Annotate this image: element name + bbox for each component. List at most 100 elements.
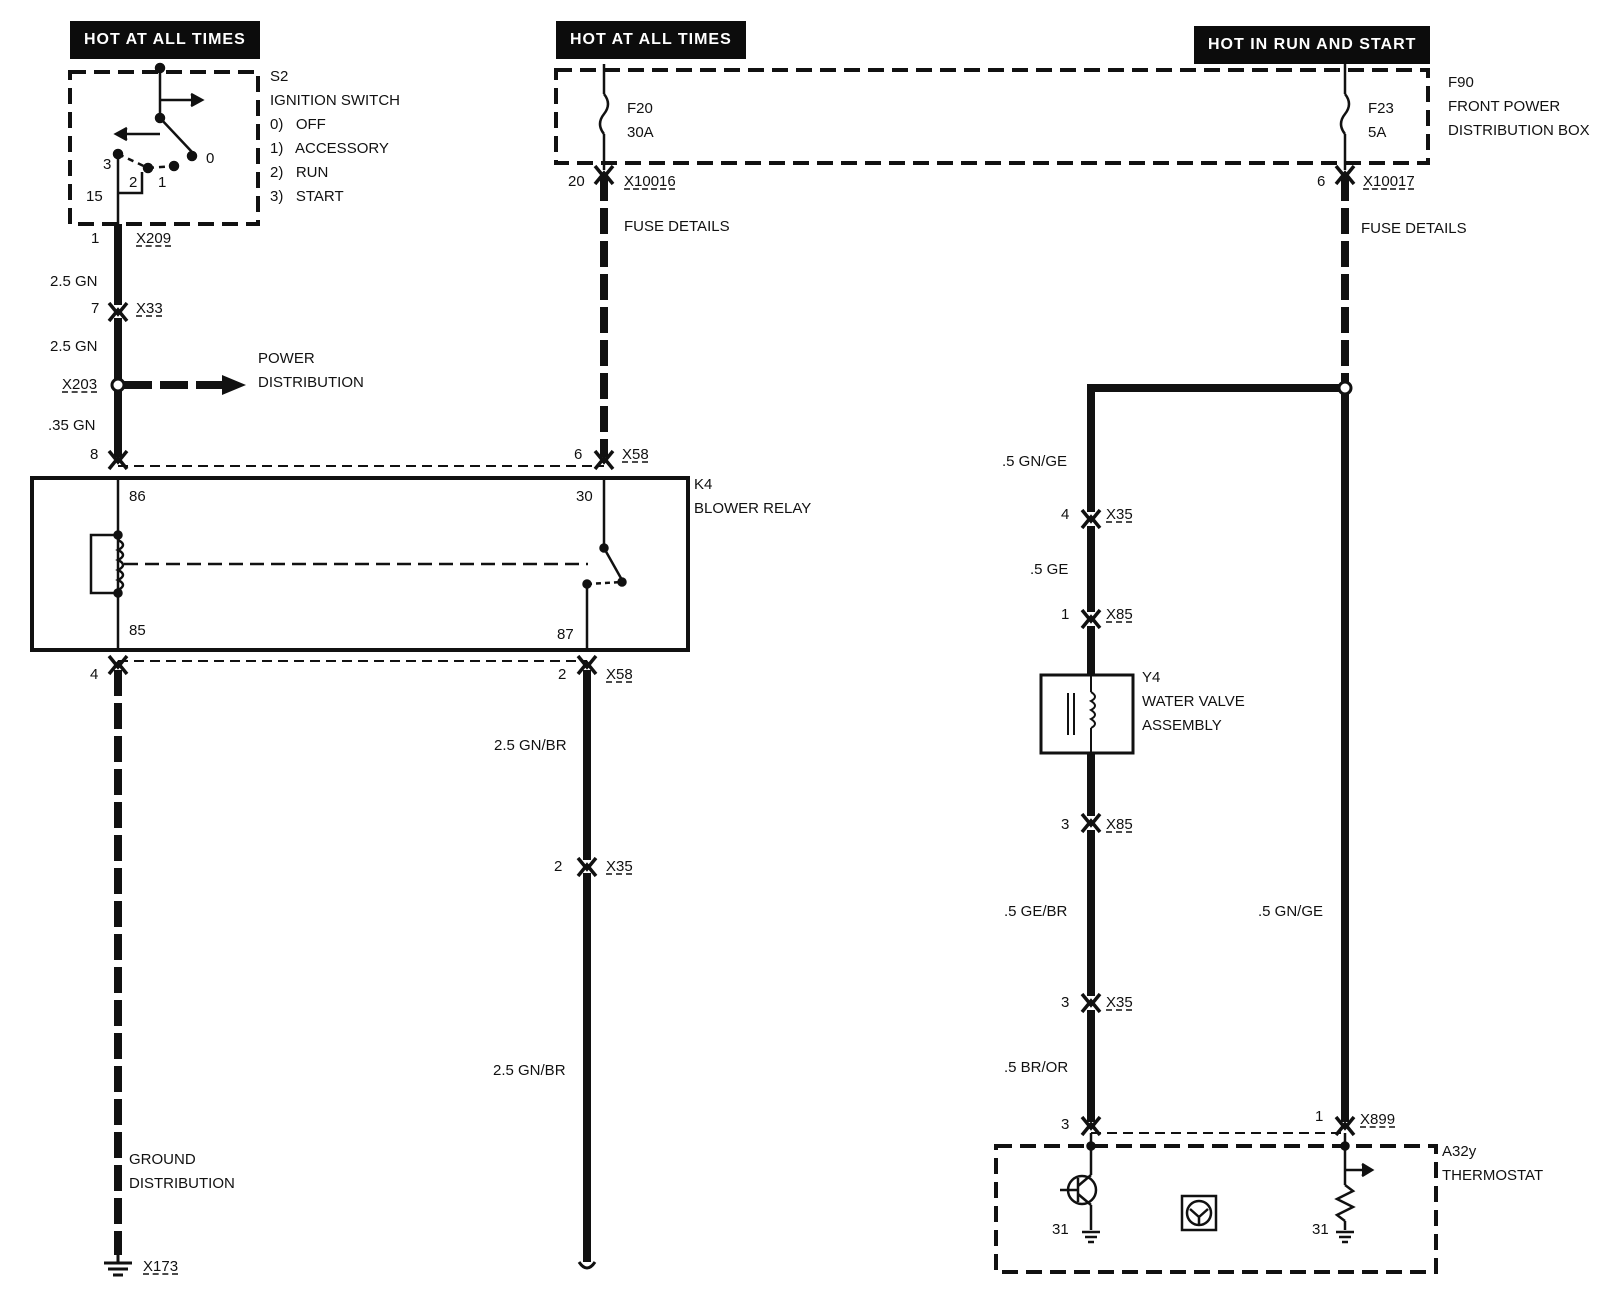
fuse-details-left: FUSE DETAILS	[624, 218, 730, 235]
thermostat-dial-icon	[1180, 1194, 1218, 1232]
blower-relay-box	[30, 476, 690, 652]
relay-pin-30: 30	[576, 488, 593, 505]
wire-label-5-ge-br: .5 GE/BR	[1004, 903, 1068, 920]
x58-mid-bottom-pin: 2	[558, 666, 567, 683]
ground-symbol-x173	[104, 1255, 132, 1277]
ground-distribution-label-1: GROUND	[129, 1151, 196, 1168]
ignition-position-accessory: 1) ACCESSORY	[270, 140, 389, 157]
x35-b-pin: 3	[1061, 994, 1070, 1011]
wire-middle-end	[577, 1261, 597, 1270]
x58-top-connector: X58	[622, 446, 649, 463]
x10017-connector: X10017	[1363, 173, 1415, 190]
water-valve-name-2: ASSEMBLY	[1142, 717, 1222, 734]
thermostat-resistor-symbol	[1334, 1133, 1375, 1244]
splice-x203-label: X203	[62, 376, 98, 393]
banner-hot-in-run-and-start: HOT IN RUN AND START	[1194, 26, 1431, 64]
wire-label-5-gn-ge-top: .5 GN/GE	[1002, 453, 1068, 470]
fuse-f20-ref: F20	[627, 100, 653, 117]
relay-pin-87: 87	[557, 626, 574, 643]
relay-ref: K4	[694, 476, 713, 493]
pin-x85-b	[1080, 812, 1102, 834]
x85-b-connector: X85	[1106, 816, 1133, 833]
ignition-position-start: 3) START	[270, 188, 344, 205]
ignition-terminal-0: 0	[206, 150, 215, 167]
water-valve-name-1: WATER VALVE	[1142, 693, 1245, 710]
banner-hot-at-all-times-middle: HOT AT ALL TIMES	[556, 21, 746, 59]
power-distribution-label-1: POWER	[258, 350, 315, 367]
wire-label-2-5-gn-br-b: 2.5 GN/BR	[493, 1062, 566, 1079]
x35-middle-pin: 2	[554, 858, 563, 875]
fuse-box-ref: F90	[1448, 74, 1474, 91]
thermostat-ground-right: 31	[1312, 1221, 1329, 1238]
pin-x85-a	[1080, 608, 1102, 630]
ignition-terminal-1: 1	[158, 174, 167, 191]
x58-left-top-pin: 8	[90, 446, 99, 463]
ignition-switch-ref: S2	[270, 68, 289, 85]
relay-pin-86: 86	[129, 488, 146, 505]
wire-label-2-5-gn-a: 2.5 GN	[50, 273, 98, 290]
thermostat-sensor-symbol	[1060, 1133, 1100, 1244]
power-distribution-label-2: DISTRIBUTION	[258, 374, 364, 391]
x899-right-pin: 1	[1315, 1108, 1324, 1125]
x35-a-pin: 4	[1061, 506, 1070, 523]
ignition-switch-name: IGNITION SWITCH	[270, 92, 400, 109]
wire-label-2-5-gn-b: 2.5 GN	[50, 338, 98, 355]
wire-branch-gn-ge	[1087, 384, 1339, 512]
splice-x203	[110, 377, 126, 393]
fuse-box-outline	[554, 68, 1430, 165]
fuse-box-name-1: FRONT POWER	[1448, 98, 1561, 115]
banner-hot-at-all-times-left: HOT AT ALL TIMES	[70, 21, 260, 59]
pin-x35-b	[1080, 992, 1102, 1014]
x899-left-pin: 3	[1061, 1116, 1070, 1133]
ignition-switch-symbol	[112, 62, 205, 224]
pin-x35-a	[1080, 508, 1102, 530]
ignition-switch-box	[68, 70, 260, 226]
x899-connector: X899	[1360, 1111, 1396, 1128]
relay-pin-85: 85	[129, 622, 146, 639]
x10017-pin: 6	[1317, 173, 1326, 190]
x209-connector: X209	[136, 230, 172, 247]
x85-a-pin: 1	[1061, 606, 1070, 623]
wire-label-5-br-or: .5 BR/OR	[1004, 1059, 1069, 1076]
fuse-f23-ref: F23	[1368, 100, 1394, 117]
wire-label-5-gn-ge-right: .5 GN/GE	[1258, 903, 1324, 920]
x35-middle-connector: X35	[606, 858, 633, 875]
x33-pin: 7	[91, 300, 100, 317]
fuse-f20-rating: 30A	[627, 124, 654, 141]
ignition-position-run: 2) RUN	[270, 164, 329, 181]
wire-label-2-5-gn-br-a: 2.5 GN/BR	[494, 737, 567, 754]
fuse-f23-symbol	[1339, 64, 1351, 170]
water-valve-ref: Y4	[1142, 669, 1161, 686]
ignition-terminal-3: 3	[103, 156, 112, 173]
x173-connector: X173	[143, 1258, 179, 1275]
x10016-connector: X10016	[624, 173, 676, 190]
x58-bottom-connector: X58	[606, 666, 633, 683]
fuse-box-name-2: DISTRIBUTION BOX	[1448, 122, 1590, 139]
fuse-f23-rating: 5A	[1368, 124, 1387, 141]
wire-label-35-gn: .35 GN	[48, 417, 96, 434]
water-valve-box	[1039, 673, 1135, 755]
x33-connector: X33	[136, 300, 163, 317]
ignition-terminal-2: 2	[129, 174, 138, 191]
thermostat-box	[994, 1144, 1438, 1274]
x85-a-connector: X85	[1106, 606, 1133, 623]
x209-pin: 1	[91, 230, 100, 247]
power-distribution-arrowhead	[222, 375, 246, 395]
ignition-terminal-15: 15	[86, 188, 103, 205]
ignition-position-off: 0) OFF	[270, 116, 326, 133]
relay-internals	[89, 478, 627, 650]
x35-a-connector: X35	[1106, 506, 1133, 523]
ground-distribution-label-2: DISTRIBUTION	[129, 1175, 235, 1192]
wire-label-5-ge: .5 GE	[1030, 561, 1069, 578]
x35-b-connector: X35	[1106, 994, 1133, 1011]
fuse-details-right: FUSE DETAILS	[1361, 220, 1467, 237]
x10016-pin: 20	[568, 173, 585, 190]
relay-name: BLOWER RELAY	[694, 500, 812, 517]
x58-left-bottom-pin: 4	[90, 666, 99, 683]
splice-right	[1337, 380, 1353, 396]
water-valve-solenoid	[1067, 675, 1096, 753]
x85-b-pin: 3	[1061, 816, 1070, 833]
thermostat-ref: A32y	[1442, 1143, 1477, 1160]
thermostat-name: THERMOSTAT	[1442, 1167, 1544, 1184]
